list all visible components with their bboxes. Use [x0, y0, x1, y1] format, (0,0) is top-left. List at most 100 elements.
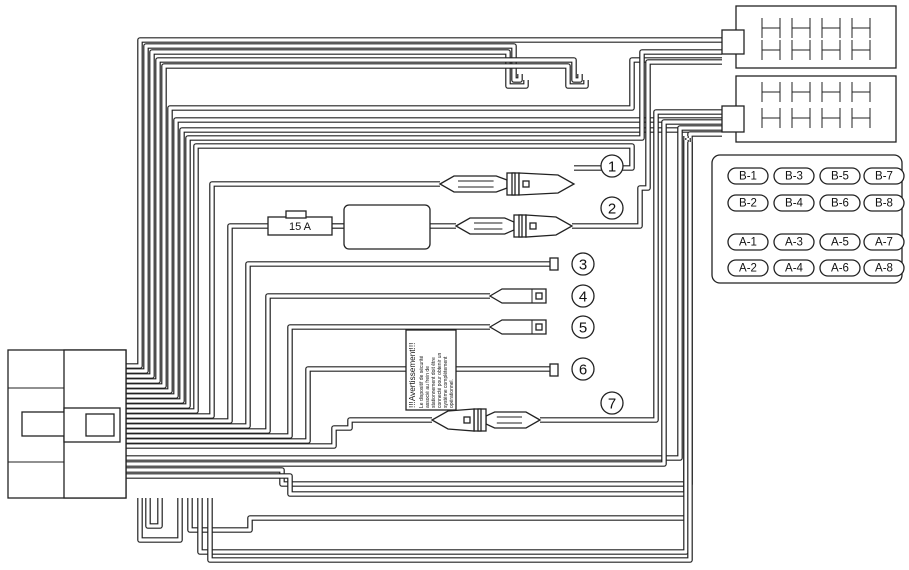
iso-pin [851, 18, 871, 38]
warning-line: système complètement [443, 356, 449, 408]
pin-label: A-4 [773, 259, 815, 277]
pin-label-text: B-3 [785, 171, 803, 183]
iso-pin [851, 40, 871, 60]
wire [126, 63, 589, 389]
pin-label: B-5 [819, 167, 861, 185]
wire [137, 498, 183, 543]
wire [126, 181, 440, 419]
wire [207, 142, 693, 563]
wire [197, 140, 689, 555]
iso-pin [821, 108, 841, 128]
pin-label-text: A-1 [739, 237, 757, 249]
bullet-connector-7 [430, 408, 542, 432]
wire [126, 49, 722, 409]
warning-label: !!!Avertissement!!! Le dispositif de séc… [405, 329, 457, 411]
wire [126, 125, 722, 461]
iso-pin [791, 82, 811, 102]
callout-6: 6 [571, 357, 595, 381]
callout-4: 4 [571, 284, 595, 308]
iso-connector-b [721, 5, 897, 69]
iso-pin [821, 40, 841, 60]
inline-filter-box [343, 204, 431, 250]
pin-label: B-3 [773, 167, 815, 185]
callout-2: 2 [600, 196, 624, 220]
pin-label: A-6 [819, 259, 861, 277]
warning-line: stationnement doit être [431, 357, 437, 408]
pin-label: A-1 [727, 233, 769, 251]
callout-1: 1 [600, 154, 624, 178]
wire [126, 43, 523, 374]
iso-pin [761, 18, 781, 38]
pin-label-text: A-8 [875, 263, 893, 275]
wire [145, 498, 163, 529]
warning-title: !!!Avertissement!!! [408, 343, 417, 408]
wire [126, 261, 552, 429]
iso-pin [791, 40, 811, 60]
pin-label-text: B-5 [831, 171, 849, 183]
svg-text:2: 2 [608, 201, 616, 218]
callout-5: 5 [571, 315, 595, 339]
wire [126, 57, 583, 384]
wire-harness [126, 37, 722, 563]
spade-terminal-5 [488, 319, 547, 335]
iso-pin [791, 18, 811, 38]
pin-label: A-8 [863, 259, 905, 277]
wire [540, 109, 722, 423]
pin-label: B-4 [773, 194, 815, 212]
wire [126, 127, 722, 404]
pin-label-text: A-2 [739, 263, 757, 275]
iso-pin [851, 108, 871, 128]
bullet-connector-1 [438, 172, 576, 196]
pin-label-text: A-3 [785, 237, 803, 249]
pin-label: B-7 [863, 167, 905, 185]
pin-label: A-2 [727, 259, 769, 277]
iso-pin [761, 82, 781, 102]
warning-line: associé au frein de [425, 366, 431, 408]
svg-text:1: 1 [608, 159, 616, 176]
pin-label-text: B-8 [875, 198, 893, 210]
svg-text:6: 6 [579, 362, 587, 379]
wire [126, 49, 529, 379]
wire [126, 131, 722, 487]
wire [126, 417, 432, 449]
wire [126, 293, 490, 434]
pin-label-text: B-7 [875, 171, 893, 183]
svg-text:3: 3 [579, 257, 587, 274]
wire-end-6 [549, 363, 559, 377]
pin-label: B-8 [863, 194, 905, 212]
pin-label-text: B-1 [739, 171, 757, 183]
callout-7: 7 [600, 391, 624, 415]
pin-label-text: B-6 [831, 198, 849, 210]
pin-label: B-6 [819, 194, 861, 212]
iso-pin [761, 108, 781, 128]
pin-label-text: A-5 [831, 237, 849, 249]
iso-pin [791, 108, 811, 128]
pin-label-text: A-7 [875, 237, 893, 249]
wire-end-3 [549, 257, 559, 271]
iso-pin [761, 40, 781, 60]
iso-pin [821, 82, 841, 102]
pin-label-text: A-4 [785, 263, 804, 275]
pin-label: B-1 [727, 167, 769, 185]
spade-terminal-4 [488, 288, 547, 304]
fuse-holder: 15 A [267, 210, 333, 236]
callout-3: 3 [571, 252, 595, 276]
pin-label: A-5 [819, 233, 861, 251]
wire [126, 117, 722, 399]
svg-text:5: 5 [579, 320, 587, 337]
warning-line: Le dispositif de sécurité [419, 356, 425, 408]
pin-label: A-7 [863, 233, 905, 251]
svg-text:7: 7 [608, 396, 616, 413]
wire [126, 223, 268, 424]
pin-label-text: A-6 [831, 263, 849, 275]
bullet-connector-2 [454, 214, 574, 238]
iso-connector-a [721, 75, 897, 143]
main-harness-connector [7, 349, 127, 499]
svg-text:4: 4 [579, 289, 587, 306]
pin-label: A-3 [773, 233, 815, 251]
warning-line: opérationnel. [449, 379, 455, 408]
pin-label: B-2 [727, 194, 769, 212]
iso-pin [821, 18, 841, 38]
wire [126, 324, 490, 439]
